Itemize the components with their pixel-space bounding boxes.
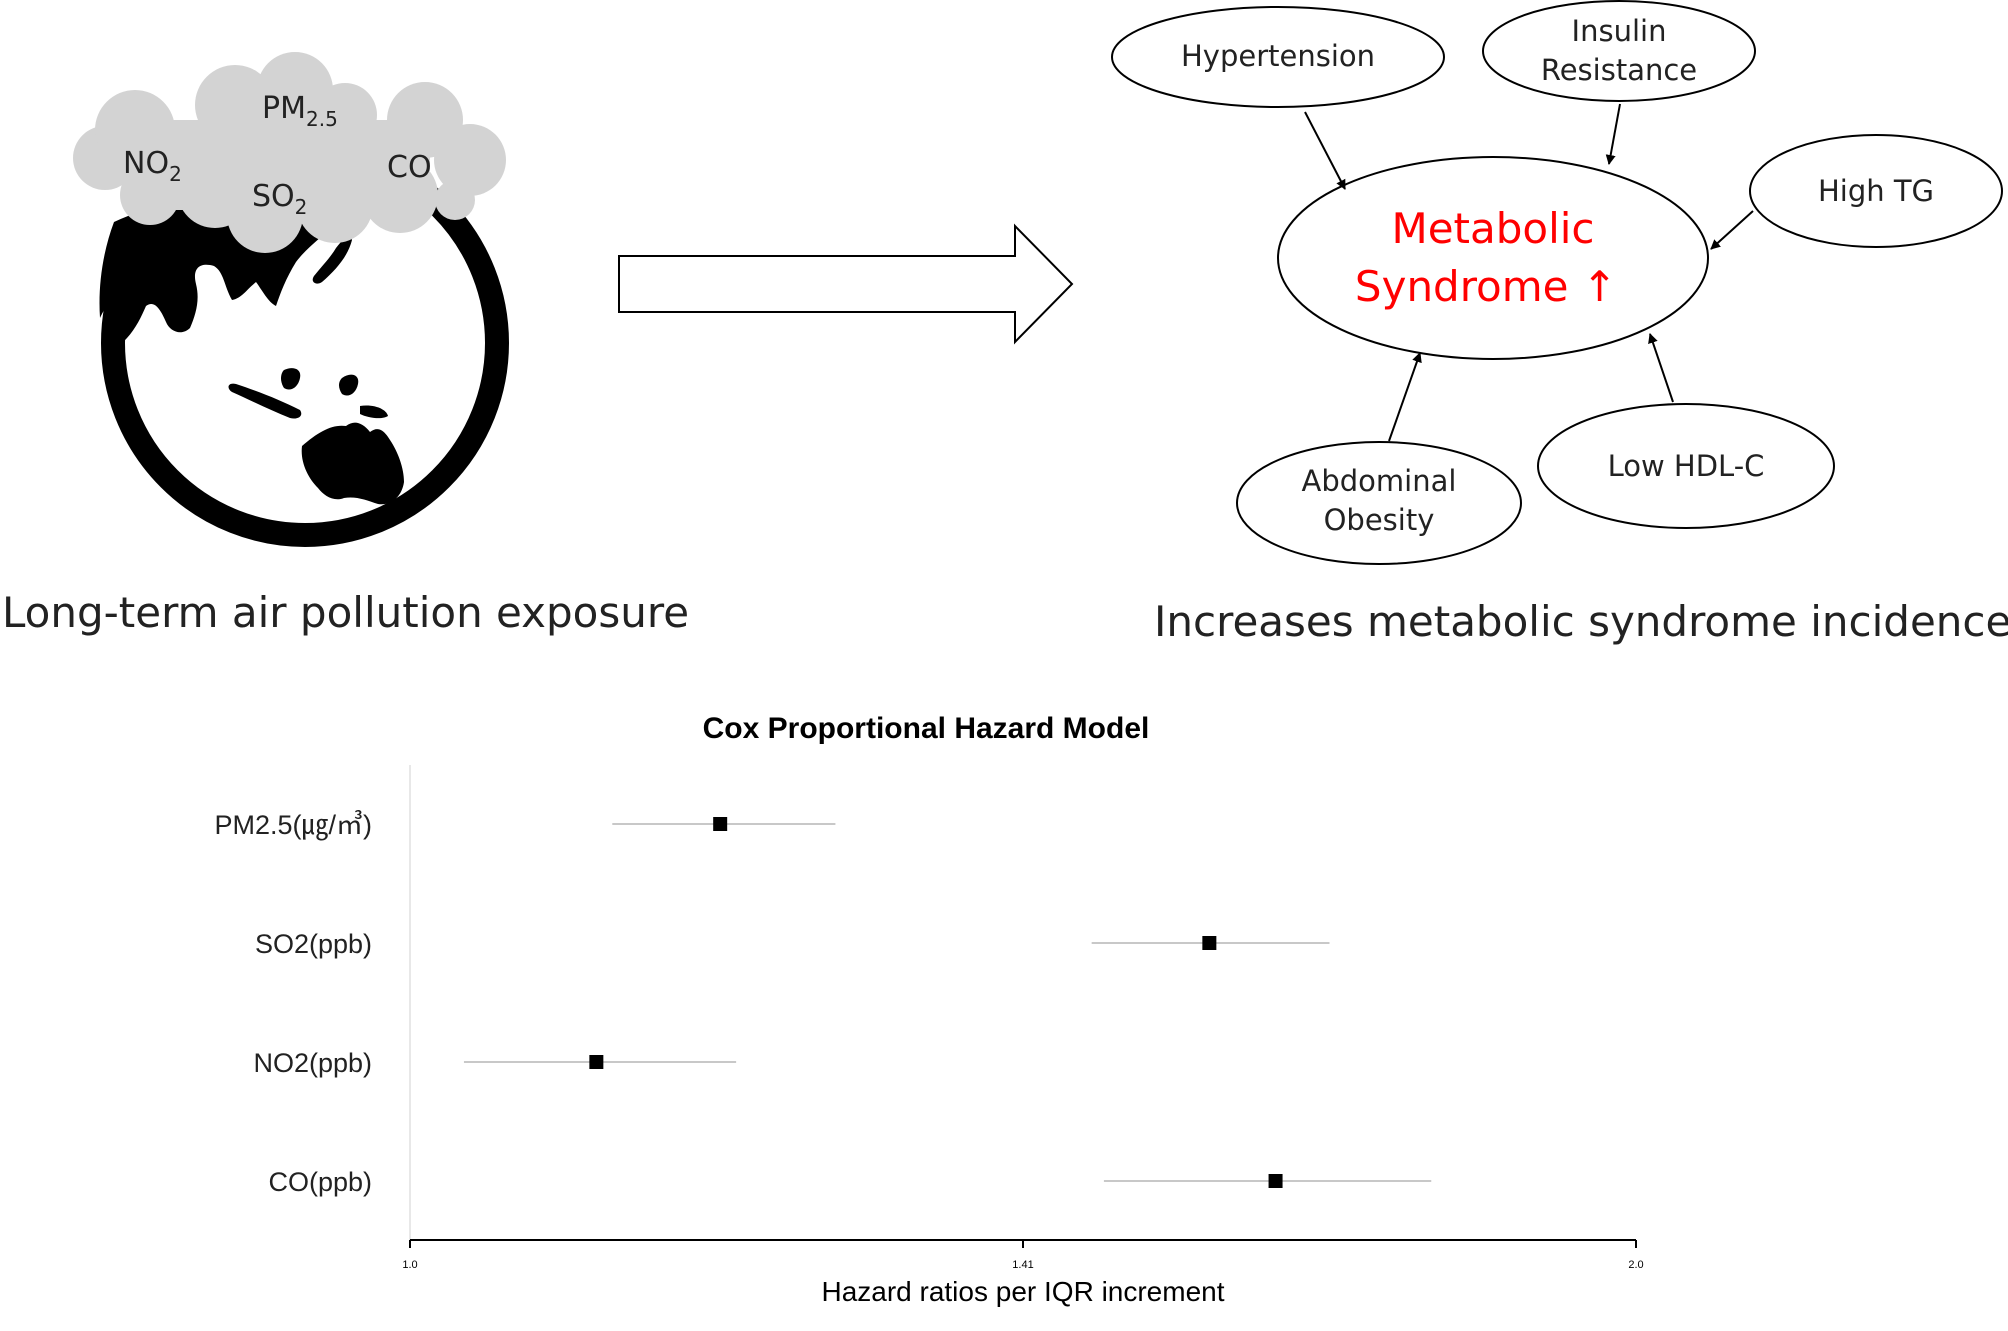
island [228, 383, 302, 419]
island [281, 368, 301, 390]
x-tick-label: 1.41 [1012, 1259, 1033, 1271]
arrow-abdominal [1388, 352, 1422, 442]
forest-plot: Cox Proportional Hazard Model 1.0 1.41 2.0… [214, 712, 1643, 1307]
island [339, 374, 359, 396]
metabolic-label-line2: Syndrome ↑ [1355, 262, 1617, 311]
row-label: PM2.5(㎍/㎥) [214, 810, 372, 841]
row-label: CO(ppb) [268, 1167, 372, 1197]
abdominal-label-line2: Obesity [1324, 503, 1435, 537]
insulin-resistance-node [1482, 0, 1756, 102]
right-caption: Increases metabolic syndrome incidence [1154, 597, 2008, 646]
low-hdl-node [1537, 403, 1835, 529]
right-arrow [618, 223, 1074, 345]
hazard-ratio-point [1268, 1174, 1283, 1188]
insulin-label-line2: Resistance [1541, 53, 1697, 87]
so2-label: SO2 [252, 179, 307, 219]
pm25-label: PM2.5 [262, 91, 338, 131]
x-tick-label: 2.0 [1628, 1259, 1643, 1271]
arrow-insulin [1605, 103, 1621, 165]
left-caption: Long-term air pollution exposure [2, 588, 689, 637]
no2-label: NO2 [123, 146, 182, 186]
insulin-label-line1: Insulin [1572, 14, 1667, 48]
hazard-ratio-point [1202, 936, 1217, 950]
high-tg-node [1749, 134, 2003, 248]
chart-title: Cox Proportional Hazard Model [703, 712, 1150, 745]
high-tg-label: High TG [1818, 174, 1934, 208]
arrow-low-hdl [1648, 333, 1674, 403]
metabolic-label-line1: Metabolic [1391, 204, 1594, 253]
x-tick-label: 1.0 [402, 1259, 417, 1271]
australia-landmass [301, 422, 404, 505]
hypertension-label: Hypertension [1181, 39, 1375, 73]
arrow-high-tg [1710, 210, 1754, 250]
abdominal-obesity-node [1236, 441, 1522, 565]
abdominal-label-line1: Abdominal [1302, 464, 1457, 498]
hazard-ratio-point [713, 817, 728, 831]
hazard-ratio-point [589, 1055, 604, 1069]
island [360, 405, 388, 419]
arrow-hypertension [1304, 111, 1346, 190]
co-label: CO [387, 150, 432, 185]
row-label: NO2(ppb) [253, 1048, 372, 1078]
row-label: SO2(ppb) [255, 929, 372, 959]
hypertension-node [1111, 6, 1445, 108]
x-axis-label: Hazard ratios per IQR increment [821, 1276, 1224, 1307]
low-hdl-label: Low HDL-C [1608, 449, 1765, 483]
japan-island [312, 236, 352, 284]
pollution-cloud [73, 52, 506, 253]
metabolic-syndrome-node [1277, 156, 1709, 360]
